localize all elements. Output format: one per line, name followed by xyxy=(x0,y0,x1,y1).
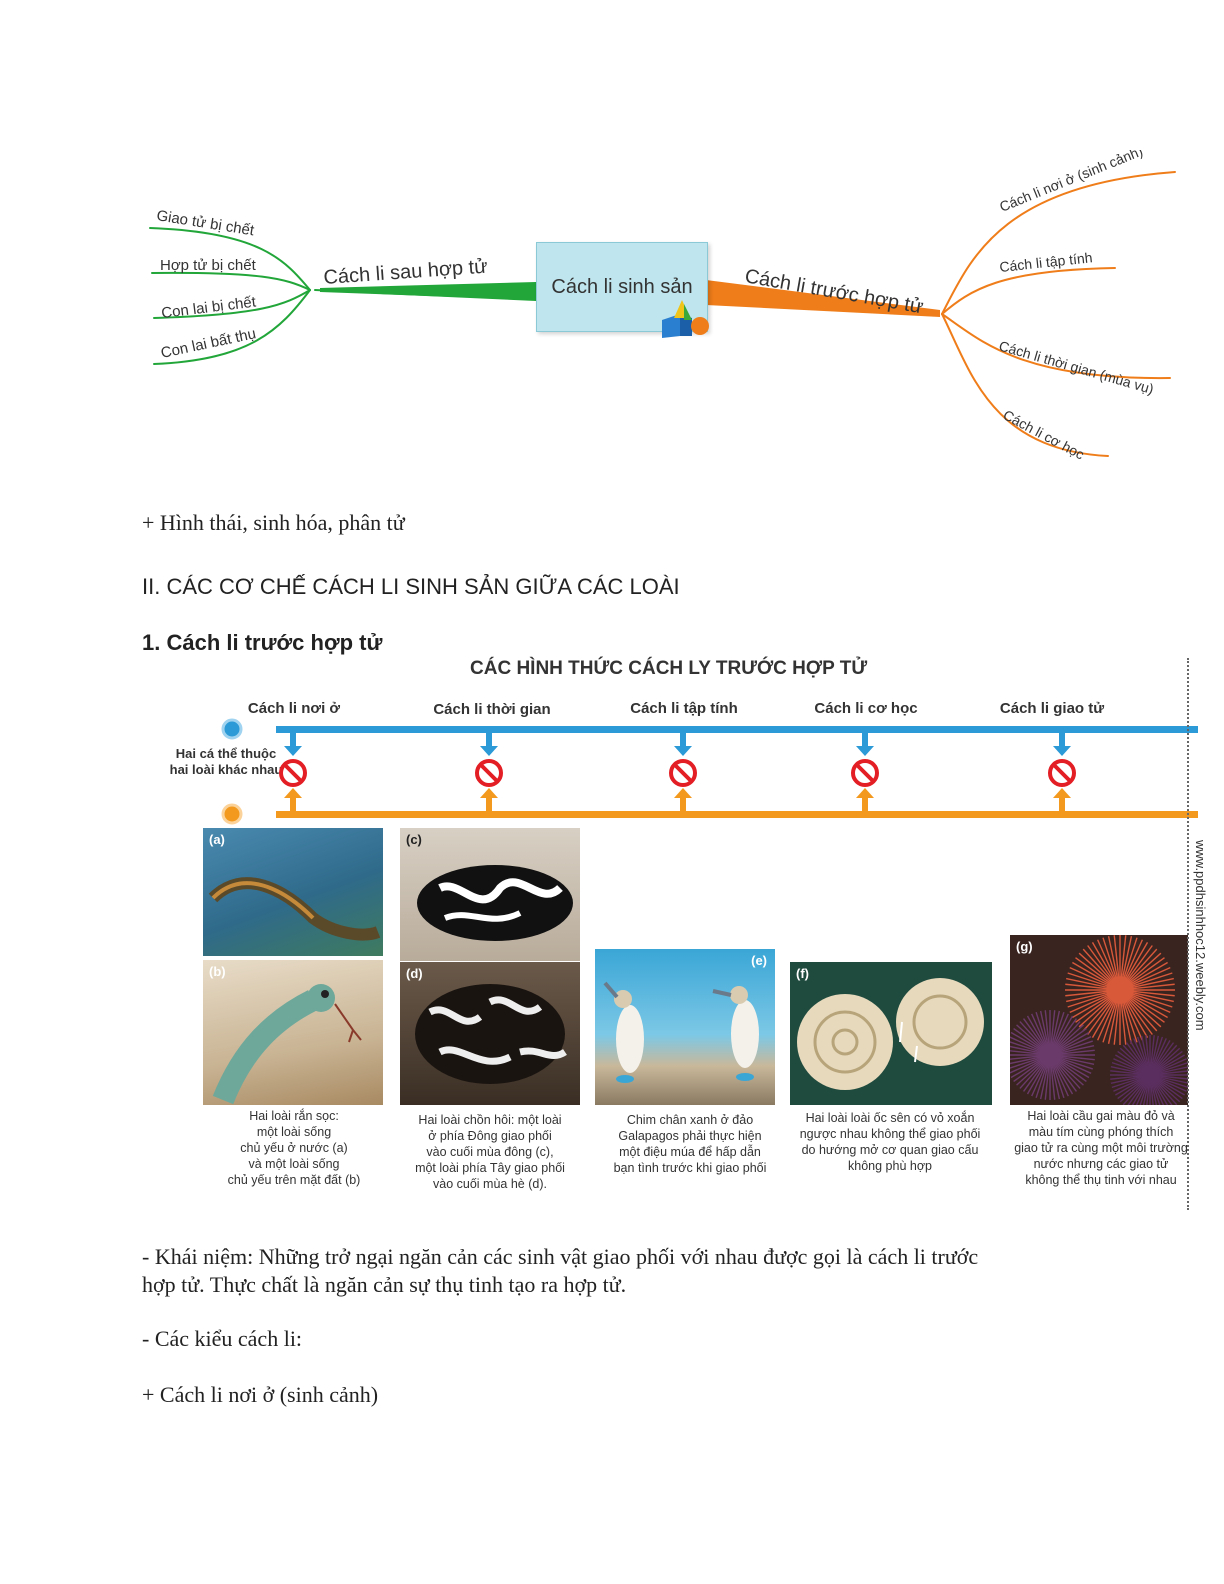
mindmap-right-item-2: Cách li tập tính xyxy=(999,249,1094,275)
barrier-marker-4 xyxy=(851,733,879,811)
caption-habitat: Hai loài rắn sọc: một loài sống chủ yếu … xyxy=(227,1109,361,1187)
caption-mechanical: Hai loài loài ốc sên có vỏ xoắn ngược nh… xyxy=(799,1111,981,1173)
down-arrow-icon xyxy=(284,733,302,756)
up-arrow-icon xyxy=(480,788,498,811)
photo-f-snails: (f) xyxy=(790,962,992,1105)
blue-line xyxy=(276,726,1198,733)
down-arrow-icon xyxy=(1053,733,1071,756)
blue-dot-icon xyxy=(221,718,243,740)
figure-label-time: Cách li thời gian xyxy=(433,701,551,718)
caption-time: Hai loài chồn hôi: một loài ở phía Đông … xyxy=(415,1113,565,1191)
figure-label-gamete: Cách li giao tử xyxy=(999,700,1105,717)
mindmap-right-line-3 xyxy=(941,313,1171,380)
paragraph-types: - Các kiểu cách li: xyxy=(142,1326,303,1351)
mindmap-left-branch: Cách li sau hợp tử xyxy=(323,256,488,289)
mindmap-left-connector xyxy=(320,282,536,300)
figure-side-label: Hai cá thể thuộc hai loài khác nhau xyxy=(169,746,283,777)
figure-label-mechanical: Cách li cơ học xyxy=(814,700,918,717)
photo-e-blue-footed-booby: (e) xyxy=(595,949,775,1105)
paragraph-habitat-isolation: + Cách li nơi ở (sinh cảnh) xyxy=(142,1382,379,1407)
figure-label-behavior: Cách li tập tính xyxy=(630,700,738,717)
figure-title: CÁC HÌNH THỨC CÁCH LY TRƯỚC HỢP TỬ xyxy=(470,658,868,679)
mindmap-right-line-4 xyxy=(941,313,1109,457)
mindmap-diagram: Cách li sau hợp tử Giao tử bị chết Hợp t… xyxy=(149,150,1176,463)
down-arrow-icon xyxy=(674,733,692,756)
figure-barrier-diagram xyxy=(221,718,1198,825)
photo-tag-c: (c) xyxy=(406,832,422,847)
prohibition-slash xyxy=(283,763,303,783)
mindmap-left-item-4: Con lai bất thụ xyxy=(159,325,257,362)
down-arrow-icon xyxy=(856,733,874,756)
photo-a-water-snake: (a) xyxy=(203,828,383,956)
up-arrow-icon xyxy=(674,788,692,811)
figure-right-border xyxy=(1187,658,1189,1210)
mindmap-left-line-2 xyxy=(151,271,311,291)
mindmap-right-item-4: Cách li cơ học xyxy=(1001,407,1087,463)
caption-gamete: Hai loài cầu gai màu đỏ và màu tím cùng … xyxy=(1014,1109,1188,1187)
photo-tag-a: (a) xyxy=(209,832,225,847)
shapes-icon xyxy=(662,300,709,338)
section-heading: II. CÁC CƠ CHẾ CÁCH LI SINH SẢN GIỮA CÁC… xyxy=(142,574,680,599)
photo-tag-f: (f) xyxy=(796,966,809,981)
photo-d-spotted-skunk: (d) xyxy=(400,962,580,1105)
caption-behavior: Chim chân xanh ở đảo Galapagos phải thực… xyxy=(613,1113,767,1175)
photo-tag-g: (g) xyxy=(1016,939,1033,954)
orange-line xyxy=(276,811,1198,818)
up-arrow-icon xyxy=(284,788,302,811)
photo-tag-b: (b) xyxy=(209,964,226,979)
mindmap-left-line-1 xyxy=(149,227,311,291)
mindmap-right-line-1 xyxy=(941,171,1176,315)
mindmap-left-line-3 xyxy=(153,289,311,319)
photo-tag-d: (d) xyxy=(406,966,423,981)
barrier-marker-2 xyxy=(475,733,503,811)
mindmap-left-line-4 xyxy=(153,289,311,365)
paragraph-concept-line-2: hợp tử. Thực chất là ngăn cản sự thụ tin… xyxy=(142,1272,627,1297)
mindmap-left-item-2: Hợp tử bị chết xyxy=(160,257,257,274)
up-arrow-icon xyxy=(856,788,874,811)
mindmap-left-item-3: Con lai bị chết xyxy=(160,293,257,322)
orange-dot-icon xyxy=(221,803,243,825)
text-line-morphology: + Hình thái, sinh hóa, phân tử xyxy=(142,510,405,535)
photo-b-garter-snake: (b) xyxy=(203,960,383,1105)
figure-label-habitat: Cách li nơi ở xyxy=(247,700,341,717)
prohibition-slash xyxy=(479,763,499,783)
down-arrow-icon xyxy=(480,733,498,756)
subsection-heading: 1. Cách li trước hợp tử xyxy=(142,630,383,655)
photo-g-sea-urchins: (g) xyxy=(1010,935,1188,1105)
barrier-marker-3 xyxy=(669,733,697,811)
up-arrow-icon xyxy=(1053,788,1071,811)
photo-c-skunk: (c) xyxy=(400,828,580,961)
mindmap-right-line-2 xyxy=(941,267,1116,315)
mindmap-right-connector xyxy=(706,280,940,317)
prohibition-slash xyxy=(1052,763,1072,783)
photo-tag-e: (e) xyxy=(751,953,767,968)
barrier-marker-5 xyxy=(1048,733,1076,811)
prohibition-slash xyxy=(855,763,875,783)
mindmap-right-item-3: Cách li thời gian (mùa vụ) xyxy=(997,338,1155,398)
prohibition-slash xyxy=(673,763,693,783)
mindmap-right-item-1: Cách li nơi ở (sinh cảnh) xyxy=(997,150,1145,215)
paragraph-concept-line-1: - Khái niệm: Những trở ngại ngăn cản các… xyxy=(142,1244,979,1269)
barrier-marker-1 xyxy=(279,733,307,811)
mindmap-center-label: Cách li sinh sản xyxy=(551,275,693,298)
mindmap-left-item-1: Giao tử bị chết xyxy=(155,207,256,239)
figure-watermark: www.ppdhsinhhoc12.weebly.com xyxy=(1193,840,1208,1031)
